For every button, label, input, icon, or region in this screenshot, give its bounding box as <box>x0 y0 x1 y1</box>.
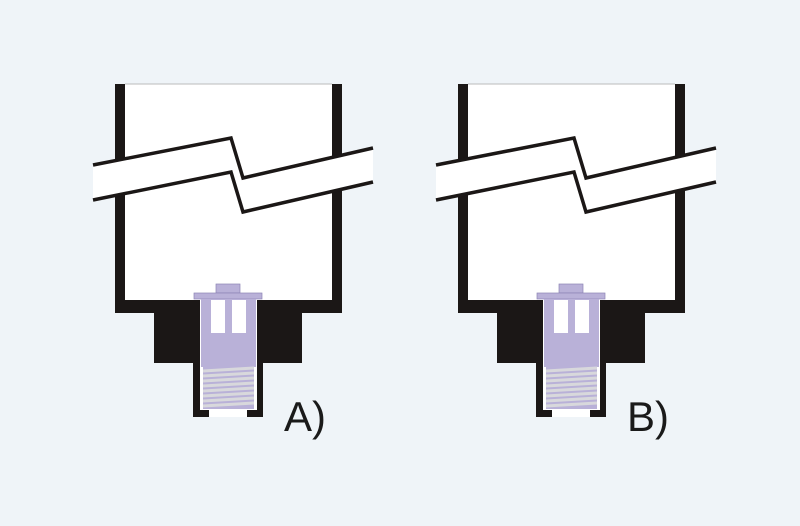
rivet-container-diagram-a <box>91 82 375 419</box>
label-b: B) <box>627 393 669 440</box>
label-a: A) <box>284 393 326 440</box>
assembly-a: A) <box>91 82 375 440</box>
rivet-container-diagram-b <box>434 82 718 419</box>
assembly-b: B) <box>434 82 718 440</box>
